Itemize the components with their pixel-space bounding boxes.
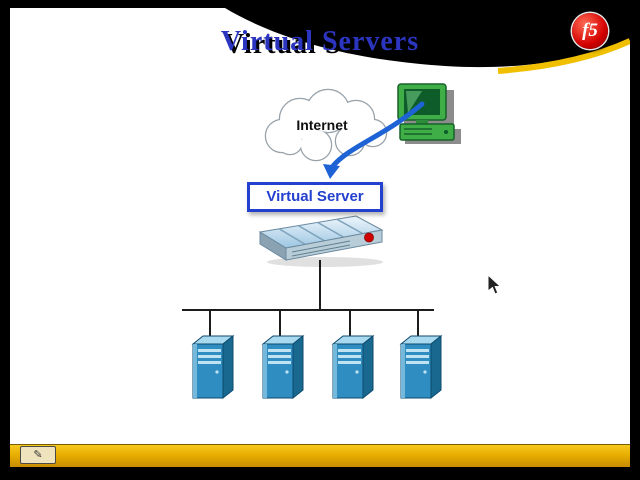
server-icon xyxy=(332,335,374,399)
network-connection-lines xyxy=(182,260,434,338)
pencil-icon: ✎ xyxy=(33,448,43,461)
bigip-appliance-icon xyxy=(258,215,384,267)
slide-title: Virtual Servers xyxy=(220,26,420,57)
annotation-pencil-button[interactable]: ✎ xyxy=(20,446,56,464)
black-wedge-shape xyxy=(225,8,630,68)
mouse-cursor-icon xyxy=(487,274,502,295)
traffic-arrow-icon xyxy=(323,101,425,179)
network-diagram xyxy=(182,83,461,399)
f5-logo-text: f5 xyxy=(582,20,598,41)
yellow-accent-curve xyxy=(497,38,630,74)
presenter-toolbar: ✎ xyxy=(10,444,630,467)
f5-logo-icon: f5 xyxy=(572,13,608,49)
presentation-slide: Virtual Servers f5 xyxy=(10,8,630,467)
appliance-f5-ball-icon xyxy=(364,232,374,243)
server-icon xyxy=(262,335,304,399)
internet-label: Internet xyxy=(296,117,348,133)
server-icon xyxy=(400,335,442,399)
virtual-server-box: Virtual Server xyxy=(247,182,383,212)
server-icon xyxy=(192,335,234,399)
corner-swoosh-graphic xyxy=(225,8,630,74)
